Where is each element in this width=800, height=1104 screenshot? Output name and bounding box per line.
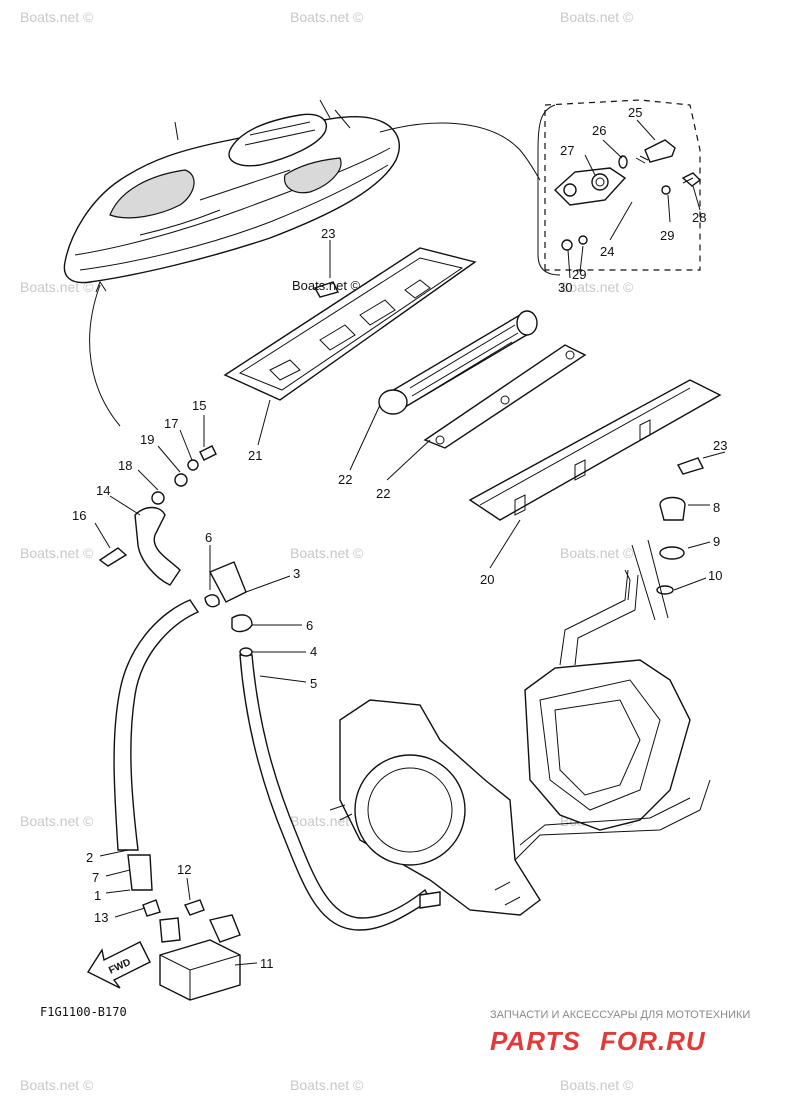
watermark: Boats.net © bbox=[20, 279, 94, 295]
brand-tagline: ЗАПЧАСТИ И АКСЕССУАРЫ ДЛЯ МОТОТЕХНИКИ bbox=[490, 1009, 750, 1021]
part-label: 17 bbox=[164, 416, 178, 431]
bracket-hardware bbox=[98, 445, 217, 586]
part-label: 18 bbox=[118, 458, 132, 473]
diagram-code: F1G1100-B170 bbox=[40, 1005, 127, 1019]
part-label: 19 bbox=[140, 432, 154, 447]
watermark: Boats.net © bbox=[20, 1077, 94, 1093]
part-label: 25 bbox=[628, 105, 642, 120]
control-box bbox=[142, 899, 241, 1001]
part-label: 22 bbox=[376, 486, 390, 501]
drain-plug-parts bbox=[624, 496, 686, 621]
watercraft-illustration bbox=[63, 99, 400, 284]
part-label: 3 bbox=[293, 566, 300, 581]
brand-logo-part1: PARTS bbox=[490, 1026, 581, 1056]
watermark: Boats.net © bbox=[20, 9, 94, 25]
pump-housing bbox=[329, 569, 711, 916]
detail-box-outline bbox=[544, 99, 701, 271]
part-label: 29 bbox=[660, 228, 674, 243]
watermark: Boats.net © bbox=[20, 545, 94, 561]
part-label: 6 bbox=[306, 618, 313, 633]
part-label: 29 bbox=[572, 267, 586, 282]
watermark: Boats.net © bbox=[20, 813, 94, 829]
leader-lines bbox=[94, 119, 726, 966]
part-label: 23 bbox=[713, 438, 727, 453]
callout-arrow bbox=[95, 280, 107, 293]
part-label: 15 bbox=[192, 398, 206, 413]
watermark: Boats.net © bbox=[560, 279, 634, 295]
watermark: Boats.net © bbox=[290, 1077, 364, 1093]
part-label: 7 bbox=[92, 870, 99, 885]
inline-watermark: Boats.net © bbox=[292, 278, 361, 293]
part-label: 6 bbox=[205, 530, 212, 545]
part-label: 1 bbox=[94, 888, 101, 903]
detail-bracket bbox=[537, 104, 561, 276]
part-number-labels: 23 21 22 22 20 23 8 9 10 6 3 6 4 5 2 7 1… bbox=[72, 105, 727, 971]
part-label: 30 bbox=[558, 280, 572, 295]
part-label: 5 bbox=[310, 676, 317, 691]
watermark: Boats.net © bbox=[290, 545, 364, 561]
part-label: 11 bbox=[260, 956, 274, 971]
part-label: 16 bbox=[72, 508, 86, 523]
watermark: Boats.net © bbox=[560, 9, 634, 25]
part-label: 9 bbox=[713, 534, 720, 549]
part-label: 14 bbox=[96, 483, 110, 498]
callout-line bbox=[89, 284, 121, 427]
sensor-assembly-detail bbox=[553, 139, 702, 251]
part-label: 23 bbox=[321, 226, 335, 241]
brand-logo-part2: FOR.RU bbox=[600, 1026, 706, 1056]
part-label: 26 bbox=[592, 123, 606, 138]
watermark: Boats.net © bbox=[290, 9, 364, 25]
part-label: 13 bbox=[94, 910, 108, 925]
part-label: 4 bbox=[310, 644, 317, 659]
watermark: Boats.net © bbox=[560, 545, 634, 561]
part-label: 8 bbox=[713, 500, 720, 515]
brand-logo: PARTS FOR.RU bbox=[490, 1026, 706, 1056]
watermark: Boats.net © bbox=[560, 1077, 634, 1093]
part-label: 2 bbox=[86, 850, 93, 865]
part-label: 24 bbox=[600, 244, 614, 259]
part-label: 22 bbox=[338, 472, 352, 487]
part-label: 10 bbox=[708, 568, 722, 583]
callout-line bbox=[379, 122, 541, 181]
part-label: 27 bbox=[560, 143, 574, 158]
part-label: 20 bbox=[480, 572, 494, 587]
forward-arrow-icon: FWD bbox=[86, 941, 151, 989]
part-label: 21 bbox=[248, 448, 262, 463]
intake-grate-assembly bbox=[223, 247, 722, 521]
part-label: 28 bbox=[692, 210, 706, 225]
part-label: 12 bbox=[177, 862, 191, 877]
